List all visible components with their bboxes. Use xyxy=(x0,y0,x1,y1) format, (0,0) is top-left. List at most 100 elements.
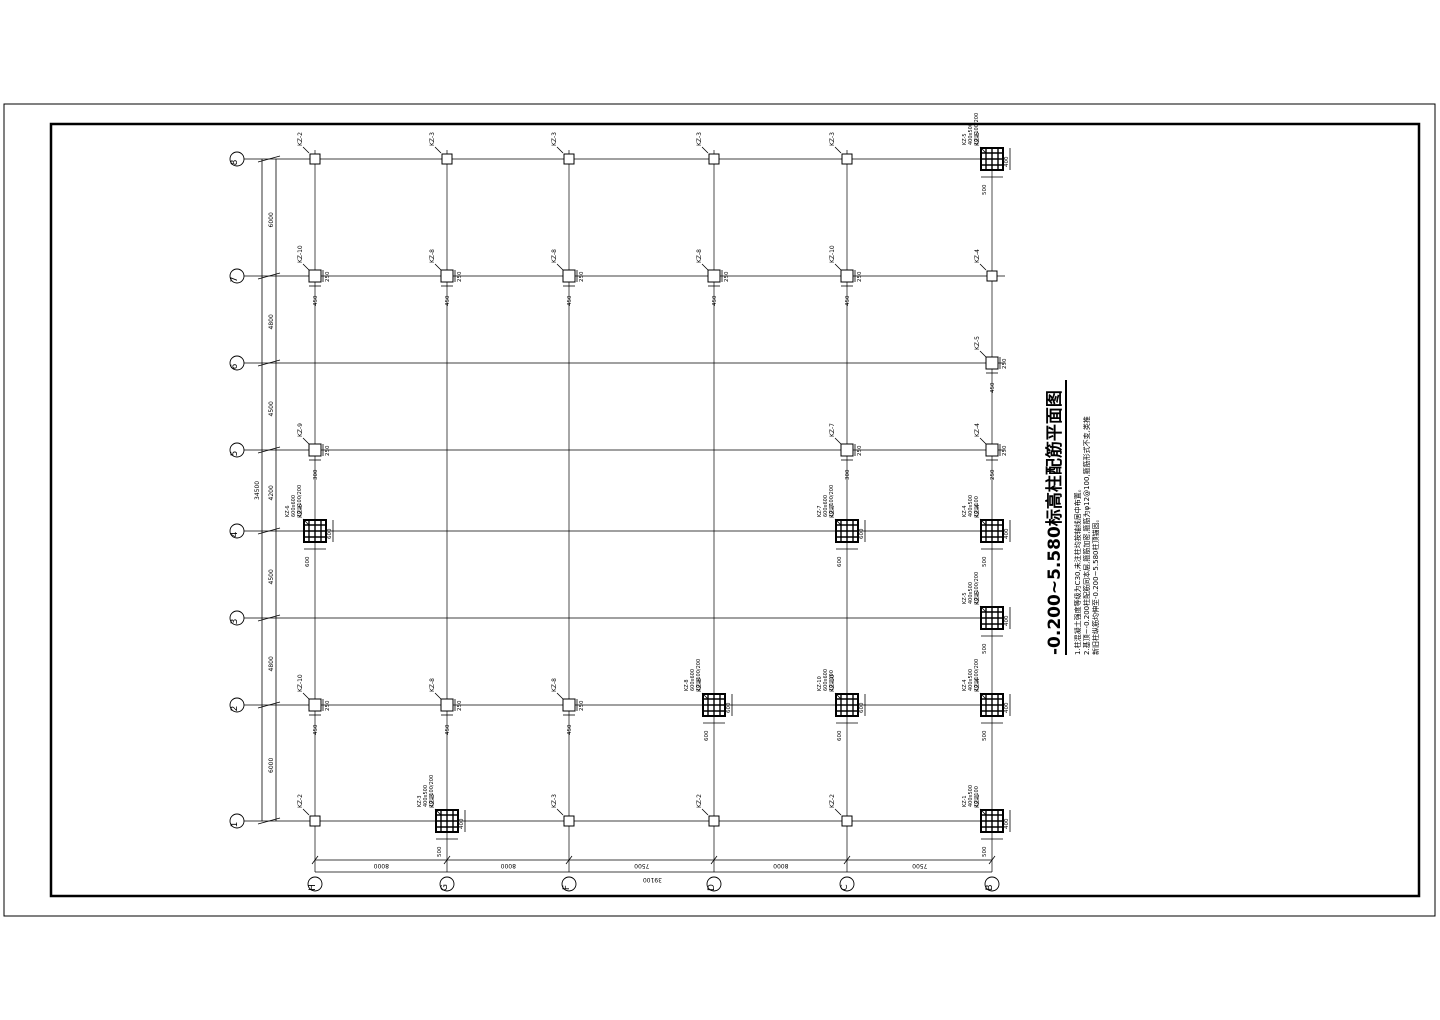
col-dimension-label: 8000 xyxy=(773,862,788,869)
col-axis-bubble xyxy=(706,876,722,892)
note-line: 新旧柱纵筋均伸至-0.200~5.580柱顶锚固。 xyxy=(1091,516,1100,655)
column-label: KZ-3 xyxy=(551,794,558,808)
column-section xyxy=(308,269,322,283)
column-label-leader xyxy=(302,692,310,700)
column-label-leader xyxy=(834,692,842,700)
dim-tick xyxy=(257,155,281,163)
column-D8: KZ-3 xyxy=(696,132,720,165)
column-section xyxy=(708,153,720,165)
dim-tick xyxy=(257,446,281,454)
column-dim-text: 400 xyxy=(1004,702,1010,713)
column-F1: KZ-3 xyxy=(551,794,575,827)
column-dim-text: 300 xyxy=(313,469,319,480)
column-label-leader xyxy=(434,692,442,700)
col-dimension-label: 7500 xyxy=(634,862,649,869)
column-dim-text: 450 xyxy=(990,382,996,393)
column-label: KZ-8 xyxy=(696,249,703,263)
column-C1: KZ-2 xyxy=(829,794,853,827)
column-spec-text: 400x500 xyxy=(968,495,974,517)
dim-tick xyxy=(710,855,718,865)
column-dim-text: 400 xyxy=(459,818,465,829)
column-dim-text: 250 xyxy=(325,271,331,282)
column-dim-text: 450 xyxy=(445,295,451,306)
column-label-leader xyxy=(834,808,842,816)
column-dim-text: 250 xyxy=(724,271,730,282)
column-label: KZ-5 xyxy=(974,132,981,146)
col-axis-label: G xyxy=(440,884,450,891)
column-label-leader xyxy=(434,808,442,816)
column-spec-text: 400x500 xyxy=(968,123,974,145)
column-section xyxy=(986,270,998,282)
column-label-leader xyxy=(302,146,310,154)
column-label-leader xyxy=(979,263,987,271)
row-axis-label: 3 xyxy=(230,619,240,625)
column-label-leader xyxy=(556,692,564,700)
column-spec-text: 10@100/200 xyxy=(829,485,835,517)
column-label-leader xyxy=(834,146,842,154)
column-dim-text: 250 xyxy=(579,700,585,711)
column-dim-text: 250 xyxy=(857,271,863,282)
dim-tick xyxy=(257,701,281,709)
column-spec-text: KZ-5 xyxy=(962,133,968,145)
col-axis-bubble xyxy=(561,876,577,892)
column-spec-text: 10@100/200 xyxy=(974,572,980,604)
column-label-leader xyxy=(302,263,310,271)
grid-lines xyxy=(262,150,1005,872)
column-label: KZ-5 xyxy=(974,336,981,350)
col-axis-label: H xyxy=(308,884,318,891)
column-section xyxy=(840,269,854,283)
dim-tick xyxy=(257,527,281,535)
column-section xyxy=(309,153,321,165)
column-dim-text: 450 xyxy=(567,724,573,735)
col-axis-bubble xyxy=(307,876,323,892)
column-section xyxy=(985,443,999,457)
column-label: KZ-8 xyxy=(696,678,703,692)
column-B6: 250 450 KZ-5 xyxy=(974,336,1008,393)
col-axis-bubble xyxy=(839,876,855,892)
column-label-leader xyxy=(979,437,987,445)
row-dimension-label: 4800 xyxy=(268,314,275,329)
column-label-leader xyxy=(979,692,987,700)
column-dim-text: 500 xyxy=(982,730,988,741)
column-spec-text: KZ-6 xyxy=(285,505,291,517)
column-spec-text: KZ-4 xyxy=(962,679,968,691)
column-label: KZ-2 xyxy=(696,794,703,808)
column-section xyxy=(707,269,721,283)
column-label-leader xyxy=(302,518,310,526)
column-label-leader xyxy=(834,437,842,445)
column-label-leader xyxy=(979,146,987,154)
column-section xyxy=(563,815,575,827)
column-label: KZ-4 xyxy=(974,504,981,518)
column-spec-text: 10@100/200 xyxy=(429,775,435,807)
column-spec-text: KZ-7 xyxy=(817,505,823,517)
dim-tick xyxy=(311,855,319,865)
column-label: KZ-3 xyxy=(429,794,436,808)
column-section xyxy=(562,698,576,712)
row-axis-label: 8 xyxy=(230,159,240,165)
column-dim-text: 450 xyxy=(567,295,573,306)
row-axis-label: 1 xyxy=(230,822,240,828)
column-dim-text: 250 xyxy=(1002,445,1008,456)
column-label-leader xyxy=(302,437,310,445)
column-dim-text: 250 xyxy=(1002,358,1008,369)
column-dim-text: 600 xyxy=(859,702,865,713)
column-label-leader xyxy=(556,808,564,816)
column-label: KZ-3 xyxy=(696,132,703,146)
column-label: KZ-2 xyxy=(829,794,836,808)
column-label-leader xyxy=(302,808,310,816)
dim-tick xyxy=(988,855,996,865)
column-dim-text: 250 xyxy=(579,271,585,282)
column-label: KZ-2 xyxy=(297,132,304,146)
col-dimension-label: 8000 xyxy=(374,862,389,869)
col-dimension-label: 8000 xyxy=(501,862,516,869)
